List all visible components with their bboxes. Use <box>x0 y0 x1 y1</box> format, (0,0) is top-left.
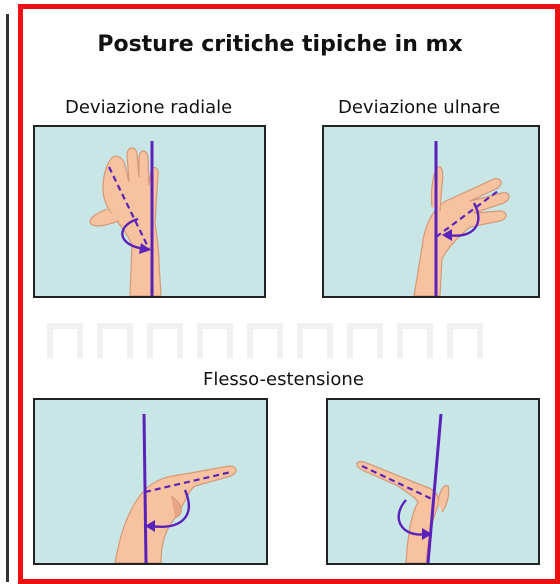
hand-extension <box>115 466 236 563</box>
panel-wrist-flexion <box>326 398 540 565</box>
vertical-axis-line <box>144 414 146 563</box>
faint-watermark <box>30 318 530 360</box>
left-border-rule <box>6 14 9 582</box>
hand-radial <box>90 148 161 296</box>
label-flexion-extension: Flesso-estensione <box>203 369 364 390</box>
panel-ulnar-deviation <box>322 125 540 298</box>
ulnar-deviation-illustration <box>324 127 538 296</box>
wrist-flexion-illustration <box>328 400 538 563</box>
wrist-extension-illustration <box>35 400 266 563</box>
panel-wrist-extension <box>33 398 268 565</box>
label-radial-deviation: Deviazione radiale <box>65 97 232 118</box>
radial-deviation-illustration <box>35 127 264 296</box>
label-ulnar-deviation: Deviazione ulnare <box>338 97 500 118</box>
hand-ulnar <box>414 167 509 296</box>
figure-title: Posture critiche tipiche in mx <box>0 32 560 57</box>
panel-radial-deviation <box>33 125 266 298</box>
